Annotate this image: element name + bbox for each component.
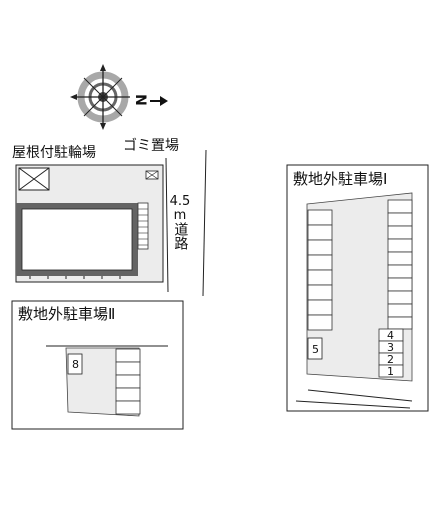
space-number-8: 8 — [72, 358, 79, 371]
space-number-3: 3 — [387, 341, 394, 354]
offsite-parking-1-title: 敷地外駐車場Ⅰ — [293, 170, 388, 188]
garbage-area-icon — [145, 170, 159, 180]
building — [16, 203, 138, 276]
road-name: 道路 — [172, 222, 189, 251]
road-lines — [165, 149, 207, 297]
bike-parking-label: 屋根付駐輪場 — [12, 145, 96, 161]
road-width-value: 4.5 — [169, 194, 191, 209]
balcony-ticks — [29, 276, 121, 279]
bike-parking-icon — [18, 167, 50, 191]
north-arrow-icon — [150, 96, 168, 106]
space-number-2: 2 — [387, 353, 394, 366]
stairs — [137, 202, 149, 250]
offsite-parking-2-title: 敷地外駐車場Ⅱ — [18, 305, 116, 323]
road-label: 4.5 m 道路 — [170, 195, 191, 251]
compass-rose-icon — [70, 64, 130, 130]
space-number-5: 5 — [312, 343, 319, 356]
road-width-unit: m — [173, 207, 187, 223]
offsite-parking-1-panel — [286, 164, 429, 412]
offsite-parking-2-panel — [11, 300, 184, 430]
north-label: N — [131, 94, 148, 106]
space-number-1: 1 — [387, 365, 394, 378]
space-number-4: 4 — [387, 329, 394, 342]
garbage-area-label: ゴミ置場 — [123, 138, 179, 154]
